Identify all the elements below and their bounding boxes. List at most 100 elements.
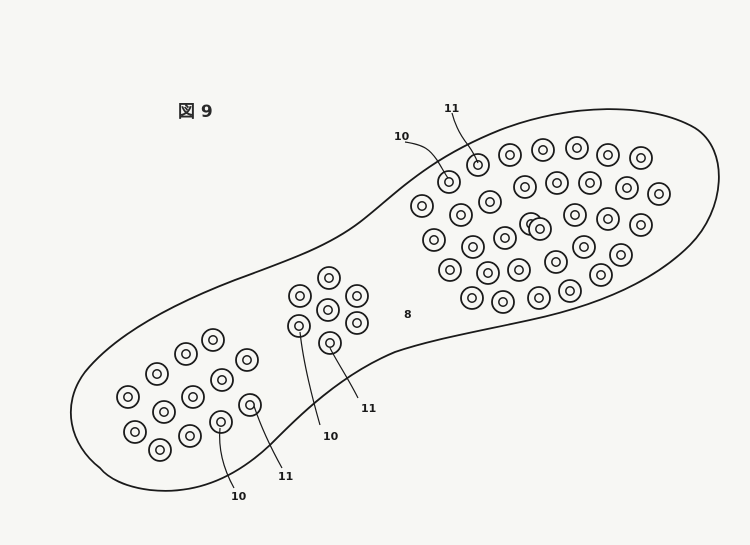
stud-inner-ring [325, 338, 335, 348]
stud-outer-ring [647, 182, 671, 206]
stud-inner-ring [444, 177, 454, 187]
stud [287, 314, 311, 338]
stud-outer-ring [238, 393, 262, 417]
stud [578, 171, 602, 195]
stud [449, 203, 473, 227]
figure-label: 図 9 [178, 102, 213, 122]
stud-inner-ring [579, 242, 589, 252]
stud-outer-ring [513, 175, 537, 199]
stud-inner-ring [429, 235, 439, 245]
stud [288, 284, 312, 308]
stud-inner-ring [483, 268, 493, 278]
stud-outer-ring [615, 176, 639, 200]
stud-outer-ring [287, 314, 311, 338]
stud-inner-ring [352, 318, 362, 328]
stud-inner-ring [485, 197, 495, 207]
stud-outer-ring [116, 385, 140, 409]
stud-inner-ring [323, 305, 333, 315]
stud [345, 284, 369, 308]
stud [596, 207, 620, 231]
stud-inner-ring [242, 355, 252, 365]
stud [629, 213, 653, 237]
stud-outer-ring [544, 250, 568, 274]
stud-inner-ring [208, 335, 218, 345]
stud [422, 228, 446, 252]
stud-outer-ring [201, 328, 225, 352]
stud [565, 136, 589, 160]
stud-inner-ring [538, 145, 548, 155]
stud [596, 143, 620, 167]
stud-outer-ring [422, 228, 446, 252]
stud [235, 348, 259, 372]
stud [345, 311, 369, 335]
stud-outer-ring [181, 385, 205, 409]
stud [181, 385, 205, 409]
stud-outer-ring [476, 261, 500, 285]
stud [178, 424, 202, 448]
stud-inner-ring [445, 265, 455, 275]
stud-inner-ring [636, 153, 646, 163]
stud [558, 279, 582, 303]
stud [545, 171, 569, 195]
stud-outer-ring [507, 258, 531, 282]
stud-inner-ring [505, 150, 515, 160]
stud [318, 331, 342, 355]
stud-outer-ring [288, 284, 312, 308]
stud-outer-ring [493, 226, 517, 250]
stud-outer-ring [316, 298, 340, 322]
stud-inner-ring [603, 214, 613, 224]
stud [148, 438, 172, 462]
stud-inner-ring [572, 143, 582, 153]
stud-inner-ring [585, 178, 595, 188]
stud-inner-ring [185, 431, 195, 441]
stud [466, 153, 490, 177]
ref-numeral-8: 8 [404, 308, 412, 321]
stud [316, 298, 340, 322]
stud-outer-ring [235, 348, 259, 372]
stud-inner-ring [181, 349, 191, 359]
stud-outer-ring [498, 143, 522, 167]
stud-inner-ring [123, 392, 133, 402]
stud [572, 235, 596, 259]
stud-outer-ring [449, 203, 473, 227]
stud [615, 176, 639, 200]
stud-inner-ring [603, 150, 613, 160]
stud [438, 258, 462, 282]
leader-line-mid-10 [299, 331, 321, 426]
stud-outer-ring [629, 213, 653, 237]
leader-line-bottom-10 [219, 427, 235, 489]
stud-outer-ring [209, 410, 233, 434]
stud-outer-ring [152, 400, 176, 424]
ref-numeral-10-mid: 10 [323, 430, 339, 443]
stud-inner-ring [596, 270, 606, 280]
stud-outer-ring [123, 420, 147, 444]
stud [491, 290, 515, 314]
stud-inner-ring [245, 400, 255, 410]
stud-inner-ring [552, 178, 562, 188]
stud-outer-ring [317, 266, 341, 290]
stud [498, 143, 522, 167]
ref-numeral-10-bottom: 10 [231, 490, 247, 503]
stud-outer-ring [596, 207, 620, 231]
stud [317, 266, 341, 290]
stud-outer-ring [345, 311, 369, 335]
stud-outer-ring [438, 258, 462, 282]
stud-inner-ring [514, 265, 524, 275]
stud-outer-ring [437, 170, 461, 194]
stud-outer-ring [478, 190, 502, 214]
stud-outer-ring [578, 171, 602, 195]
stud-outer-ring [558, 279, 582, 303]
stud-inner-ring [500, 233, 510, 243]
stud [123, 420, 147, 444]
stud-group [116, 136, 671, 462]
stud-outer-ring [148, 438, 172, 462]
stud [507, 258, 531, 282]
stud [201, 328, 225, 352]
stud [460, 286, 484, 310]
stud-outer-ring [531, 138, 555, 162]
stud-outer-ring [318, 331, 342, 355]
stud-inner-ring [417, 201, 427, 211]
stud [609, 243, 633, 267]
